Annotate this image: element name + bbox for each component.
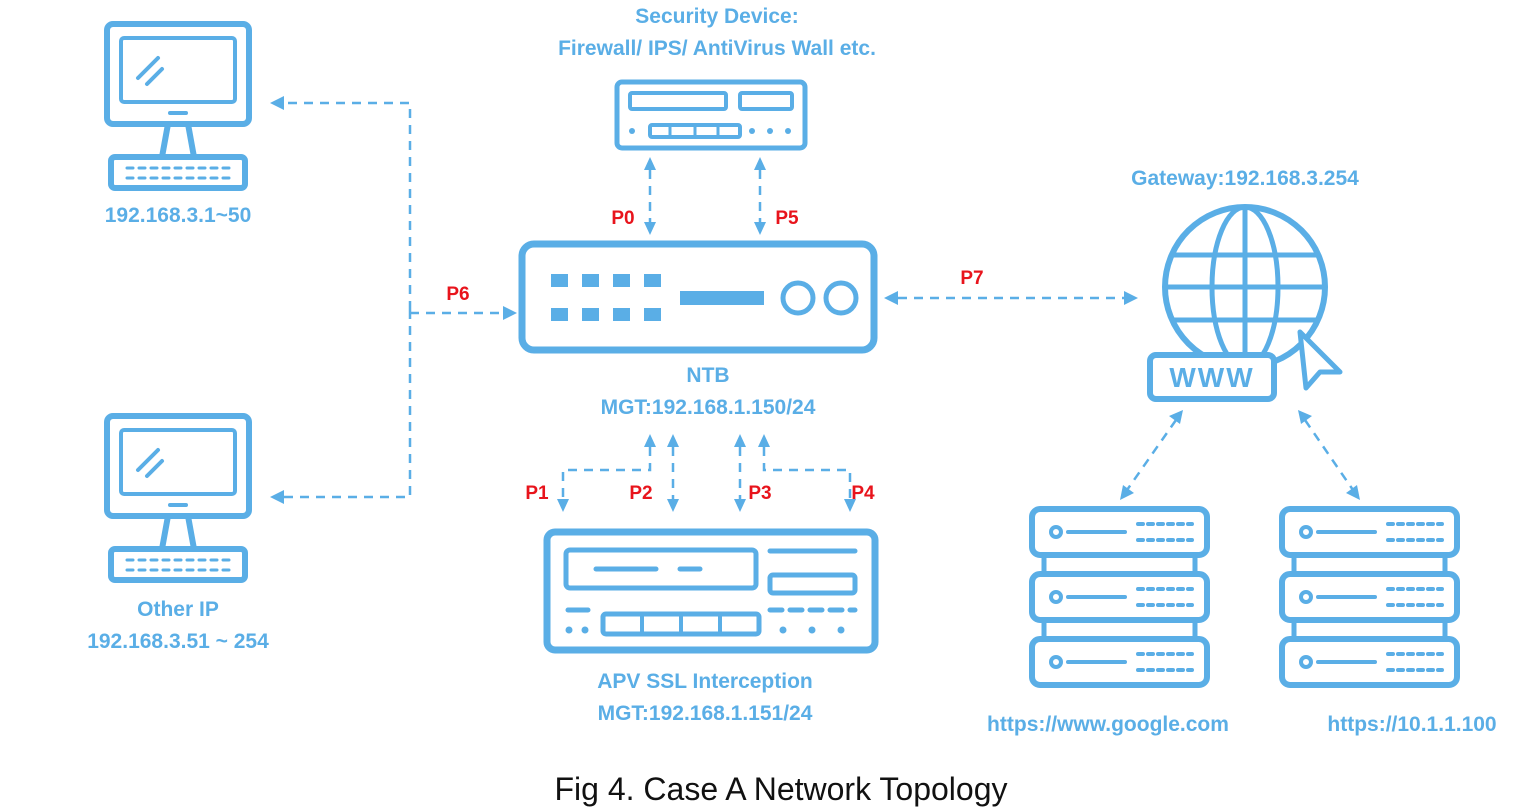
apv-mgt-label: MGT:192.168.1.151/24 bbox=[598, 702, 813, 725]
port-p5: P5 bbox=[775, 208, 799, 229]
arrow-p4-down bbox=[844, 499, 856, 512]
server-icon-2 bbox=[1279, 506, 1460, 688]
arrow-server1-down bbox=[1120, 485, 1134, 500]
arrow-server2-up bbox=[1298, 410, 1312, 424]
arrow-p2-down bbox=[667, 499, 679, 512]
pc2-ip-label: 192.168.3.51 ~ 254 bbox=[87, 630, 269, 653]
security-device-title: Security Device: bbox=[635, 5, 798, 28]
pc1-ip-label: 192.168.3.1~50 bbox=[105, 204, 252, 227]
port-p2: P2 bbox=[629, 483, 652, 504]
pc2-title: Other IP bbox=[137, 598, 219, 621]
port-p6: P6 bbox=[446, 284, 469, 305]
ntb-title: NTB bbox=[686, 364, 729, 387]
apv-device-icon bbox=[543, 528, 879, 654]
gateway-label: Gateway:192.168.3.254 bbox=[1131, 167, 1359, 190]
connection-lines bbox=[270, 96, 1360, 512]
arrow-p5-up bbox=[754, 157, 766, 170]
port-p0: P0 bbox=[611, 208, 634, 229]
node-labels: Security Device: Firewall/ IPS/ AntiViru… bbox=[87, 5, 1496, 736]
arrow-p0-up bbox=[644, 157, 656, 170]
arrow-p3-down bbox=[734, 499, 746, 512]
port-p7: P7 bbox=[960, 268, 983, 289]
arrow-p7-left bbox=[884, 291, 898, 305]
arrow-ntb-p6 bbox=[503, 306, 517, 320]
arrow-pc1 bbox=[270, 96, 284, 110]
link-pc1 bbox=[282, 101, 412, 310]
apv-title: APV SSL Interception bbox=[597, 670, 813, 693]
arrow-p4-up bbox=[758, 434, 770, 447]
link-server1 bbox=[1125, 419, 1178, 491]
port-p1: P1 bbox=[525, 483, 549, 504]
arrow-p1-down bbox=[557, 499, 569, 512]
link-p4 bbox=[762, 447, 852, 500]
security-device-subtitle: Firewall/ IPS/ AntiVirus Wall etc. bbox=[558, 37, 876, 60]
arrow-server1-up bbox=[1169, 410, 1183, 424]
arrow-p5-down bbox=[754, 222, 766, 235]
port-p4: P4 bbox=[851, 483, 875, 504]
cursor-icon bbox=[1297, 329, 1343, 391]
link-p1 bbox=[561, 447, 652, 500]
arrow-server2-down bbox=[1346, 485, 1360, 500]
arrow-p7-right bbox=[1124, 291, 1138, 305]
server2-url: https://10.1.1.100 bbox=[1327, 713, 1496, 736]
arrow-p0-down bbox=[644, 222, 656, 235]
computer-icon-2 bbox=[104, 413, 252, 583]
server-icon-1 bbox=[1029, 506, 1210, 688]
ntb-mgt-label: MGT:192.168.1.150/24 bbox=[601, 396, 816, 419]
port-labels: P0 P5 P6 P7 P1 P2 P3 P4 bbox=[446, 208, 983, 504]
security-device-icon bbox=[614, 79, 808, 151]
arrow-pc2 bbox=[270, 490, 284, 504]
ntb-device-icon bbox=[518, 240, 878, 354]
figure-caption: Fig 4. Case A Network Topology bbox=[555, 771, 1008, 807]
arrow-p3-up bbox=[734, 434, 746, 447]
www-label: WWW bbox=[1169, 362, 1254, 393]
computer-icon-1 bbox=[104, 21, 252, 191]
arrow-p1-up bbox=[644, 434, 656, 447]
port-p3: P3 bbox=[748, 483, 771, 504]
link-server2 bbox=[1303, 419, 1355, 491]
server1-url: https://www.google.com bbox=[987, 713, 1229, 736]
link-pc2 bbox=[282, 310, 412, 499]
globe-www-icon: WWW bbox=[1147, 204, 1343, 402]
arrow-p2-up bbox=[667, 434, 679, 447]
